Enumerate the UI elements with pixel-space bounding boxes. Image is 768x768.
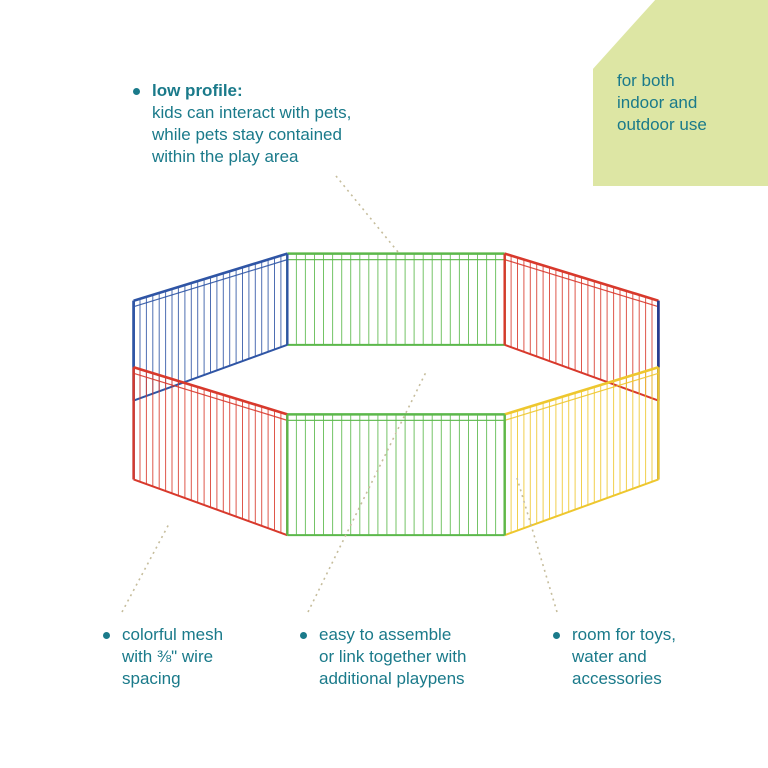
- callout-line: with ⅜" wire: [122, 647, 214, 666]
- bullet-dot: [103, 632, 110, 639]
- playpen-panel-back-right: [503, 252, 660, 402]
- callout-title: low profile:: [152, 81, 243, 100]
- playpen-panel-front-right: [503, 366, 660, 537]
- callout-line: easy to assemble: [319, 625, 452, 644]
- badge-line: outdoor use: [617, 115, 707, 134]
- bullet-dot: [553, 632, 560, 639]
- playpen-panel-front-left: [132, 366, 289, 537]
- callout-line: or link together with: [319, 647, 467, 666]
- bullet-dot: [133, 88, 140, 95]
- badge-line: indoor and: [617, 93, 698, 112]
- callout-line: within the play area: [152, 147, 299, 166]
- callout-line: room for toys,: [572, 625, 676, 644]
- badge-text: for both indoor and outdoor use: [617, 70, 707, 136]
- playpen-panel-back-center: [286, 252, 506, 346]
- callout-low-profile: low profile: kids can interact with pets…: [133, 80, 352, 168]
- playpen-panel-back-left: [132, 252, 289, 402]
- callout-line: accessories: [572, 669, 662, 688]
- callout-line: while pets stay contained: [152, 125, 342, 144]
- bullet-dot: [300, 632, 307, 639]
- playpen-panel-front-center: [286, 413, 506, 537]
- callout-room-for-toys: room for toys, water and accessories: [553, 624, 676, 690]
- callout-line: kids can interact with pets,: [152, 103, 352, 122]
- callout-line: additional playpens: [319, 669, 465, 688]
- callout-colorful-mesh: colorful mesh with ⅜" wire spacing: [103, 624, 224, 690]
- callout-line: colorful mesh: [122, 625, 224, 644]
- callout-line: spacing: [122, 669, 181, 688]
- callout-connectors: [121, 175, 558, 613]
- badge-line: for both: [617, 71, 675, 90]
- callout-easy-assemble: easy to assemble or link together with a…: [300, 624, 467, 690]
- callout-line: water and: [572, 647, 647, 666]
